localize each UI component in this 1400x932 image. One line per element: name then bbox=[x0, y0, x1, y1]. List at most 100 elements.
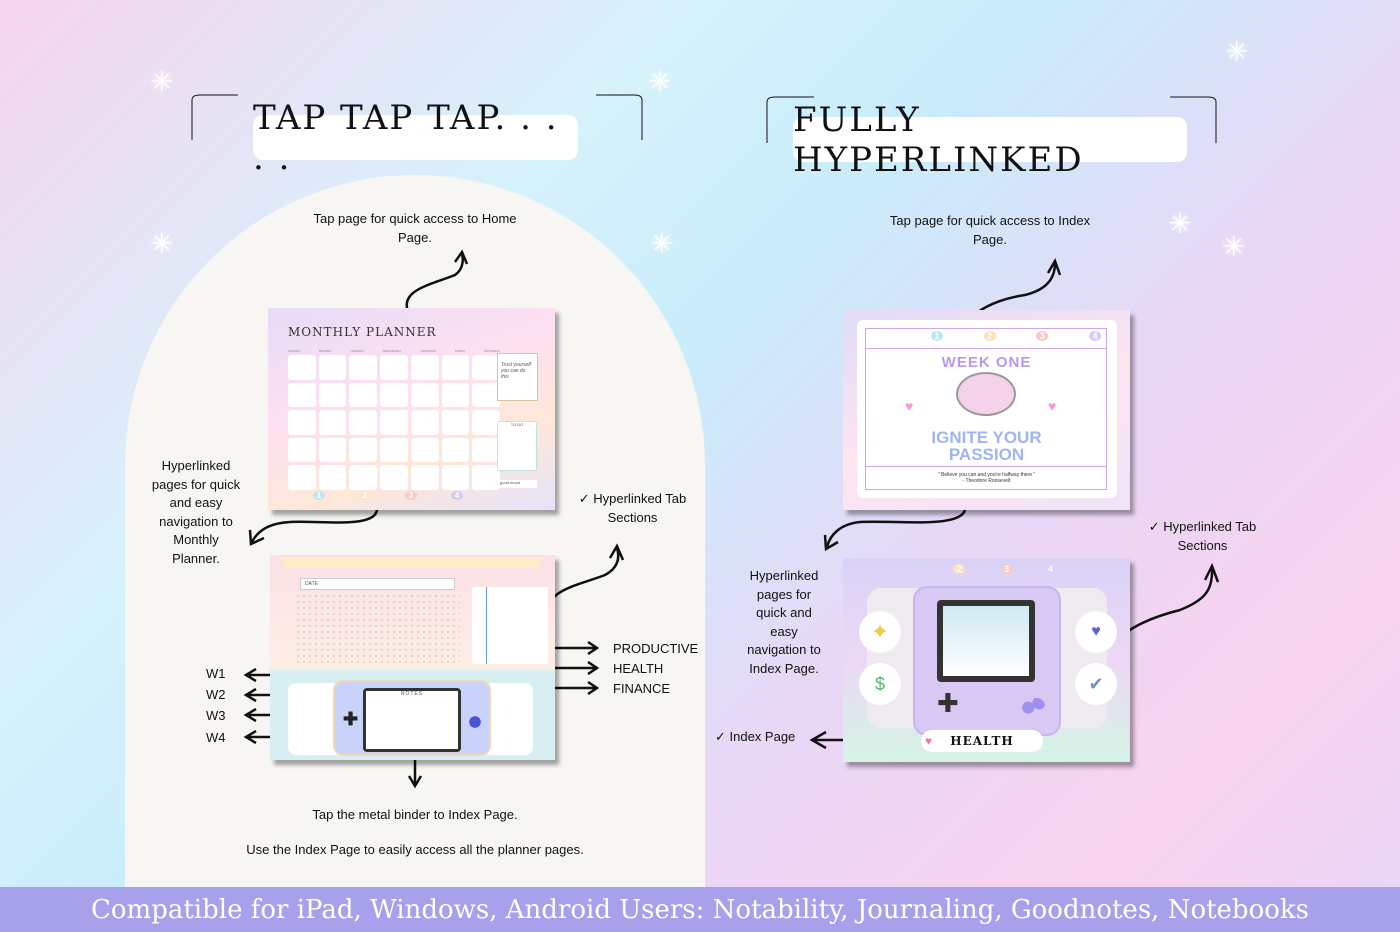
quote: " Believe you can and you're halfway the… bbox=[937, 472, 1036, 478]
section-productive: PRODUCTIVE bbox=[613, 641, 699, 656]
calendar-cell[interactable] bbox=[288, 437, 316, 463]
calendar-cell[interactable] bbox=[380, 437, 408, 463]
day-header: TUESDAY bbox=[350, 349, 365, 353]
quote-author: - Theodore Roosevelt bbox=[962, 478, 1011, 484]
calendar-cell[interactable] bbox=[349, 437, 378, 463]
tab-3[interactable]: 3 bbox=[1036, 331, 1049, 341]
tab-2[interactable]: 2 bbox=[953, 564, 966, 574]
check-badge-button[interactable]: ✔ bbox=[1075, 663, 1117, 705]
tab-4[interactable]: 4 bbox=[451, 491, 463, 500]
tab-3[interactable]: 3 bbox=[1000, 564, 1013, 574]
top-bar bbox=[282, 557, 542, 568]
tab-4[interactable]: 4 bbox=[1088, 331, 1101, 341]
calendar-cell[interactable] bbox=[380, 355, 408, 380]
tab-2[interactable]: 2 bbox=[359, 491, 371, 500]
week-label: W2 bbox=[206, 687, 226, 702]
waffle-illustration bbox=[956, 372, 1016, 416]
fitness-button[interactable]: ♥ bbox=[1075, 611, 1117, 653]
calendar-cell[interactable] bbox=[441, 355, 470, 380]
calendar-cell[interactable] bbox=[349, 355, 378, 380]
calendar-cell[interactable] bbox=[318, 382, 347, 408]
right-index-note: Tap page for quick access to Index Page. bbox=[889, 213, 1091, 247]
calendar-cell[interactable] bbox=[349, 410, 378, 435]
nav-note: Hyperlinked pages for quick and easy nav… bbox=[747, 568, 821, 676]
cat-illustration bbox=[943, 606, 1029, 676]
tab-1[interactable]: 1 bbox=[931, 331, 943, 341]
sparkle-icon: ✳ bbox=[150, 228, 174, 259]
calendar-cell[interactable] bbox=[410, 382, 439, 408]
notes-page-thumbnail[interactable]: DATE ✚ NOTES bbox=[270, 555, 555, 760]
calendar-cell[interactable] bbox=[472, 437, 500, 463]
notes-screen-label: NOTES bbox=[366, 691, 458, 749]
dot-grid bbox=[295, 593, 460, 663]
health-index-thumbnail[interactable]: 1 2 3 4 ✦ $ ♥ ✔ ✚ HEALTH ♥ bbox=[843, 558, 1130, 762]
day-header: FRIDAY bbox=[454, 349, 466, 353]
calendar-cell[interactable] bbox=[318, 410, 347, 435]
dpad-icon: ✚ bbox=[343, 709, 359, 729]
calendar-cell[interactable] bbox=[410, 465, 439, 490]
week-one-thumbnail[interactable]: 1 2 3 4 WEEK ONE ♥ ♥ IGNITE YOUR PASSION… bbox=[843, 310, 1130, 510]
sparkle-icon: ✳ bbox=[1222, 231, 1246, 262]
sparkle-icon: ✳ bbox=[648, 66, 672, 97]
calendar-cell[interactable] bbox=[410, 410, 439, 435]
calendar-cell[interactable] bbox=[472, 410, 500, 435]
calendar-cell[interactable] bbox=[349, 382, 378, 408]
tab-1[interactable]: 1 bbox=[913, 564, 919, 574]
calendar-cell[interactable] bbox=[288, 465, 316, 490]
day-header: WEDNESDAY bbox=[382, 349, 402, 353]
sparkle-icon: ✳ bbox=[1168, 208, 1192, 239]
week-heading: WEEK ONE bbox=[941, 354, 1032, 371]
calendar-cell[interactable] bbox=[380, 410, 408, 435]
calendar-cell[interactable] bbox=[441, 410, 470, 435]
section-finance: FINANCE bbox=[613, 681, 671, 696]
calendar-cell[interactable] bbox=[441, 382, 470, 408]
todo-list: TO DO bbox=[497, 421, 537, 471]
calendar-cell[interactable] bbox=[288, 382, 316, 408]
headline-line2: PASSION bbox=[948, 445, 1025, 464]
finance-button[interactable]: $ bbox=[859, 663, 901, 705]
day-header: THURSDAY bbox=[420, 349, 437, 353]
calendar-cell[interactable] bbox=[380, 382, 408, 408]
week-label: W4 bbox=[206, 730, 226, 745]
calendar-cell[interactable] bbox=[349, 465, 378, 490]
left-tab-note: ✓ Hyperlinked Tab Sections bbox=[578, 491, 687, 525]
calendar-cell[interactable] bbox=[410, 355, 439, 380]
index-page-note: ✓ Index Page bbox=[715, 729, 796, 744]
calendar-cell[interactable] bbox=[288, 410, 316, 435]
health-label[interactable]: HEALTH bbox=[921, 730, 1043, 752]
tab-4[interactable]: 4 bbox=[1047, 564, 1053, 574]
headline-line1: IGNITE YOUR bbox=[931, 428, 1042, 447]
calendar-cell[interactable] bbox=[318, 355, 347, 380]
metal-binder-console[interactable]: ✚ NOTES bbox=[333, 680, 491, 756]
day-header: SUNDAY bbox=[288, 349, 301, 353]
tab-1[interactable]: 1 bbox=[313, 491, 325, 500]
sparkle-icon: ✳ bbox=[150, 66, 174, 97]
index-note: Use the Index Page to easily access all … bbox=[246, 842, 584, 857]
right-tab-note: ✓ Hyperlinked Tab Sections bbox=[1148, 519, 1257, 553]
calendar-cell[interactable] bbox=[472, 465, 500, 490]
day-header: MONDAY bbox=[318, 349, 332, 353]
date-field[interactable]: DATE bbox=[300, 578, 455, 590]
tab-2[interactable]: 2 bbox=[983, 331, 996, 341]
week-label: W1 bbox=[206, 666, 226, 681]
calendar-cell[interactable] bbox=[441, 465, 470, 490]
compatibility-banner: Compatible for iPad, Windows, Android Us… bbox=[0, 887, 1400, 932]
lined-note bbox=[472, 587, 548, 664]
heart-icon: ♥ bbox=[905, 398, 914, 414]
tab-3[interactable]: 3 bbox=[405, 491, 417, 500]
calendar-cell[interactable] bbox=[318, 465, 347, 490]
calendar-cell[interactable] bbox=[472, 355, 500, 380]
calendar-cell[interactable] bbox=[410, 437, 439, 463]
calendar-cell[interactable] bbox=[472, 382, 500, 408]
sparkle-icon: ✳ bbox=[650, 228, 674, 259]
buttons-icon bbox=[1021, 698, 1045, 714]
calendar-cell[interactable] bbox=[318, 437, 347, 463]
calendar-cell[interactable] bbox=[288, 355, 316, 380]
sparkle-button[interactable]: ✦ bbox=[859, 611, 901, 653]
week-label: W3 bbox=[206, 708, 226, 723]
calendar-cell[interactable] bbox=[380, 465, 408, 490]
sticky-note: Trust yourself you can do this bbox=[497, 353, 538, 401]
home-note: Tap page for quick access to Home Page. bbox=[313, 211, 517, 245]
calendar-cell[interactable] bbox=[441, 437, 470, 463]
